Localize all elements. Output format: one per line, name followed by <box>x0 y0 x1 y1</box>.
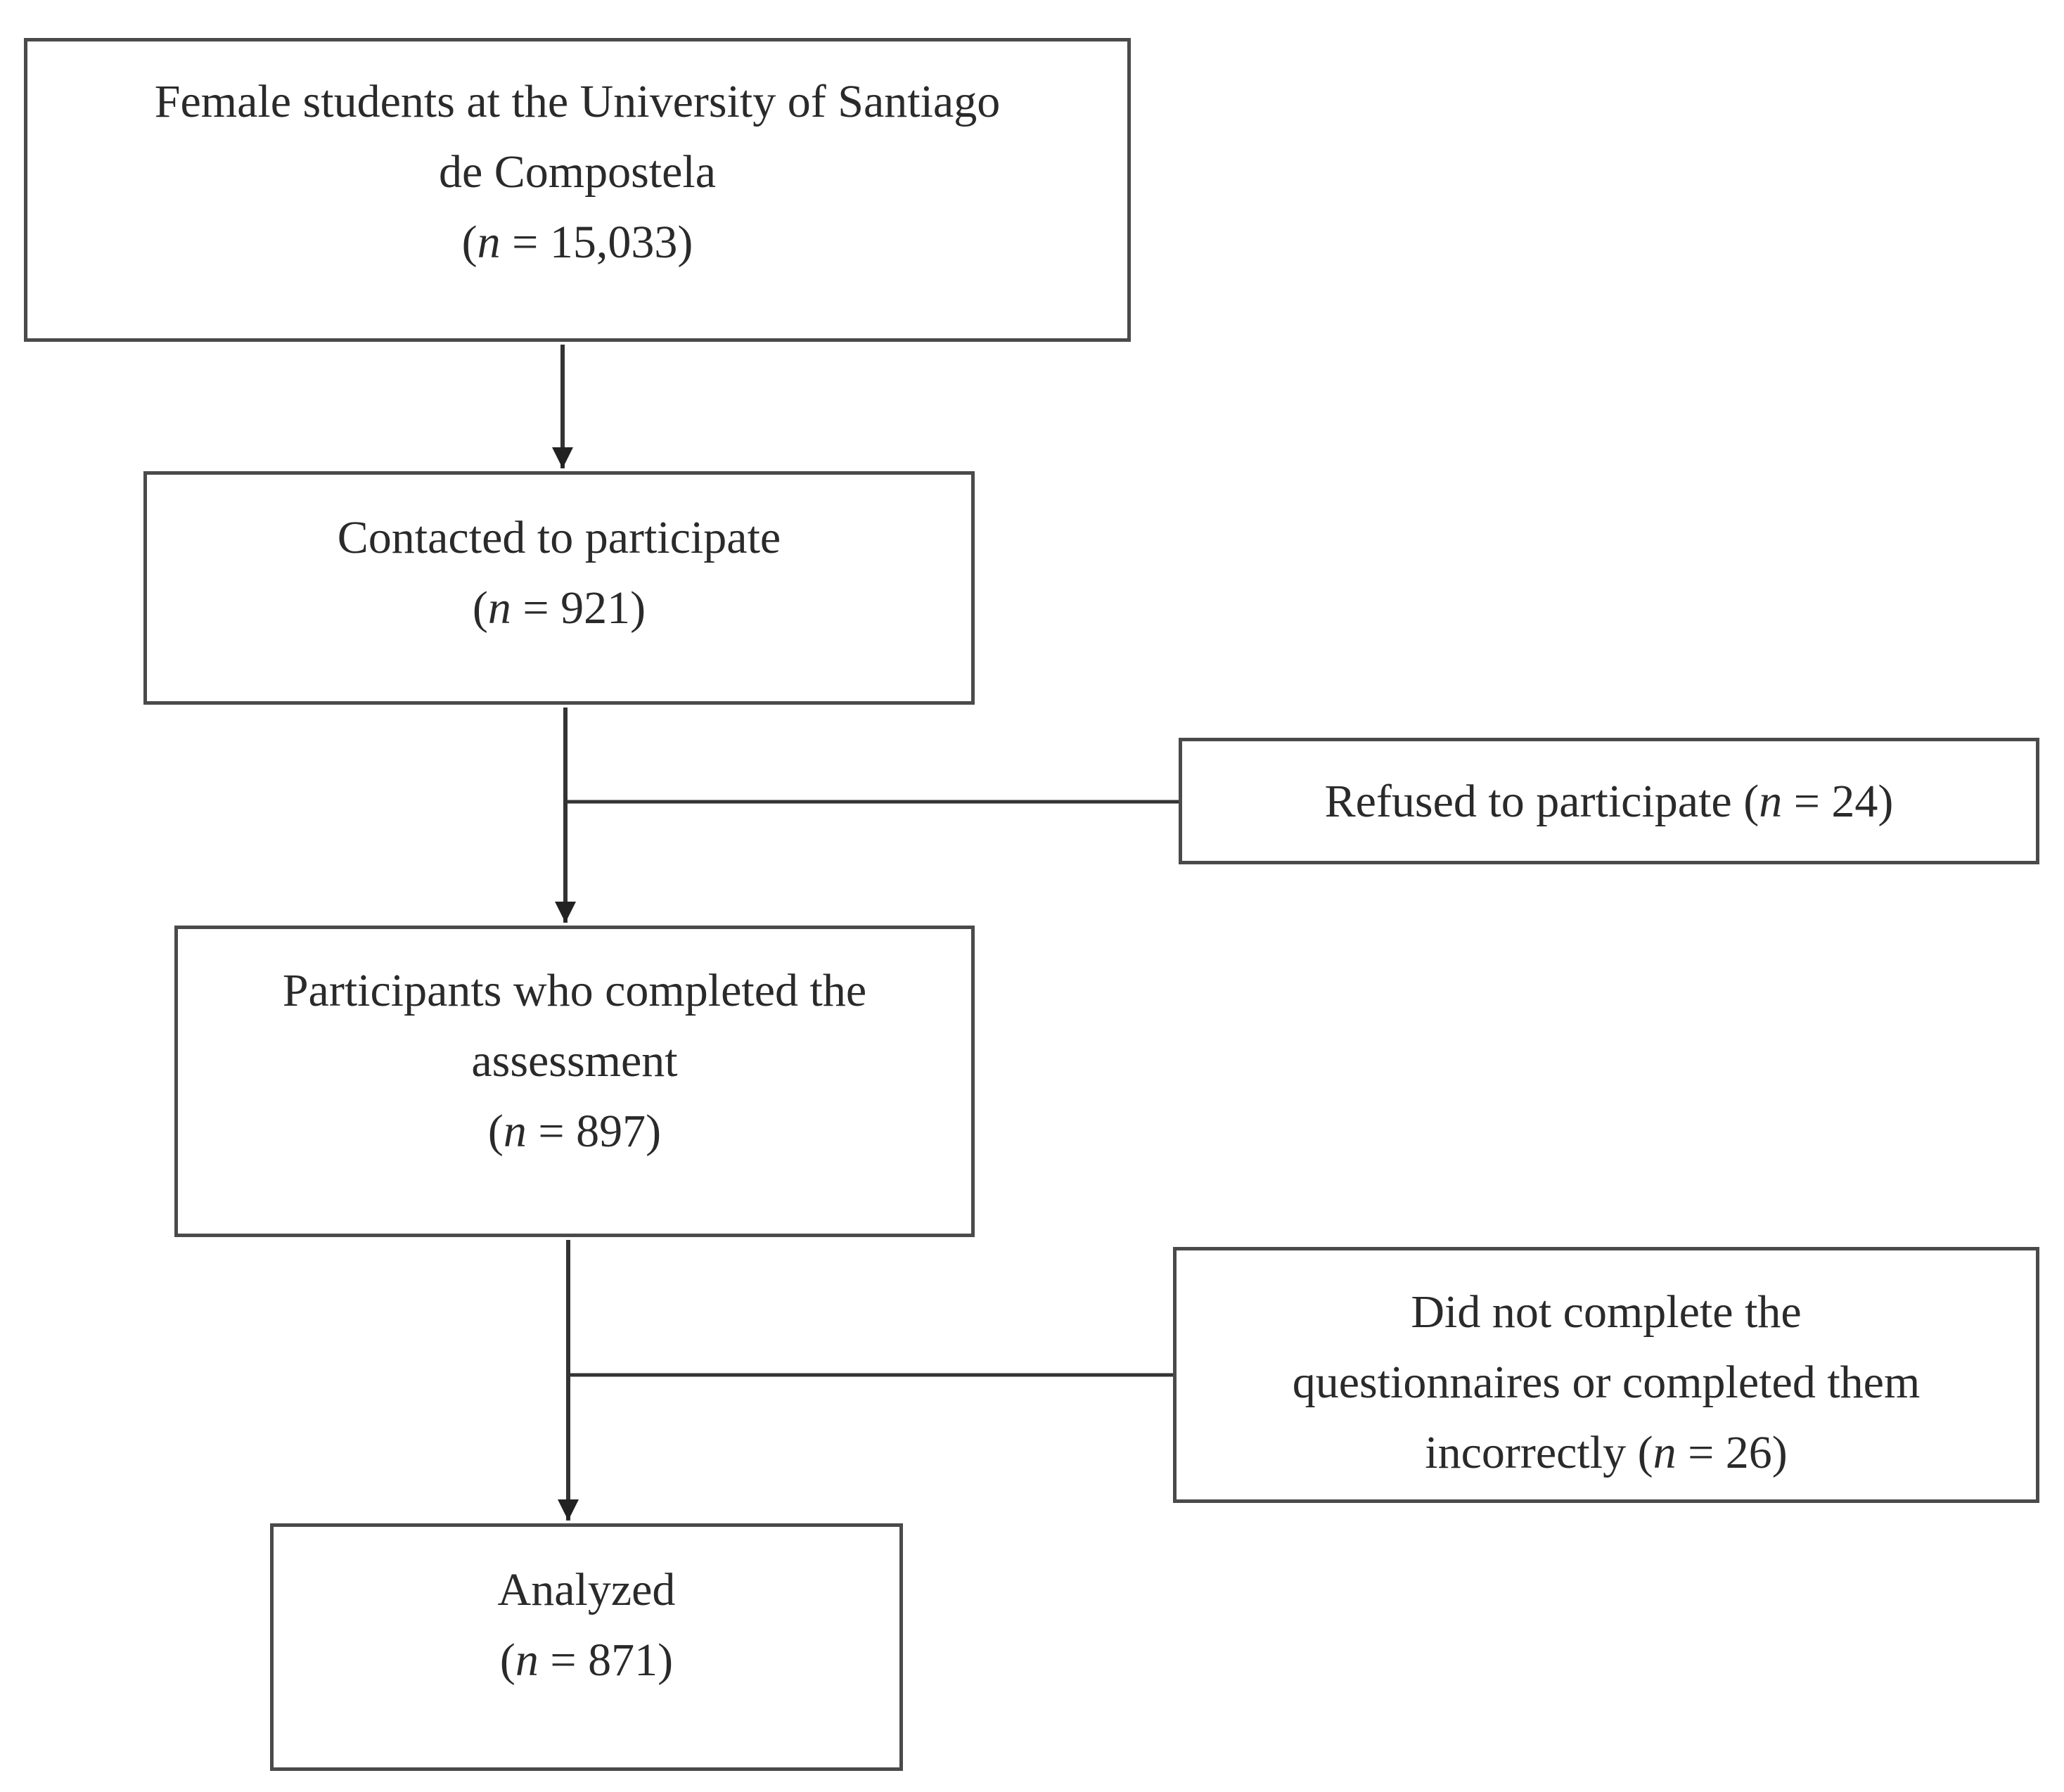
n-value: = 921) <box>511 582 646 634</box>
n-symbol: n <box>515 1634 539 1686</box>
n-symbol: n <box>503 1106 527 1157</box>
node-count: (n = 921) <box>147 573 971 644</box>
node-text-line: assessment <box>471 1035 678 1087</box>
node-analyzed: Analyzed (n = 871) <box>270 1523 903 1771</box>
node-text-line: de Compostela <box>438 146 717 198</box>
node-text-line: Analyzed <box>497 1564 676 1615</box>
n-open: ( <box>472 582 488 634</box>
n-symbol: n <box>477 217 501 268</box>
node-count: (n = 15,033) <box>27 207 1127 278</box>
n-value: = 897) <box>526 1106 662 1157</box>
node-refused: Refused to participate (n = 24) <box>1179 738 2039 864</box>
node-text-line: Did not complete the <box>1411 1286 1802 1338</box>
n-value: = 24) <box>1782 776 1894 827</box>
node-female-students: Female students at the University of San… <box>24 38 1131 342</box>
node-count: Refused to participate (n = 24) <box>1182 767 2036 837</box>
node-text-line: Contacted to participate <box>337 512 781 563</box>
n-symbol: n <box>487 582 511 634</box>
node-count: incorrectly (n = 26) <box>1177 1418 2036 1488</box>
node-text-line: Participants who completed the <box>282 965 867 1016</box>
node-text-inline: Refused to participate ( <box>1324 776 1759 827</box>
node-count: (n = 871) <box>274 1625 899 1696</box>
n-value: = 26) <box>1676 1427 1788 1478</box>
n-symbol: n <box>1759 776 1783 827</box>
n-symbol: n <box>1653 1427 1677 1478</box>
node-completed-assessment: Participants who completed the assessmen… <box>174 926 975 1237</box>
n-value: = 871) <box>538 1634 674 1686</box>
n-open: ( <box>487 1106 504 1157</box>
node-contacted: Contacted to participate (n = 921) <box>143 471 975 705</box>
node-text-line: Female students at the University of San… <box>154 76 1001 127</box>
n-value: = 15,033) <box>500 217 693 268</box>
n-open: ( <box>499 1634 515 1686</box>
n-open: ( <box>461 217 477 268</box>
node-text-line: questionnaires or completed them <box>1292 1357 1921 1408</box>
node-count: (n = 897) <box>178 1096 971 1167</box>
node-text-inline: incorrectly ( <box>1425 1427 1653 1478</box>
node-did-not-complete: Did not complete the questionnaires or c… <box>1173 1247 2039 1503</box>
